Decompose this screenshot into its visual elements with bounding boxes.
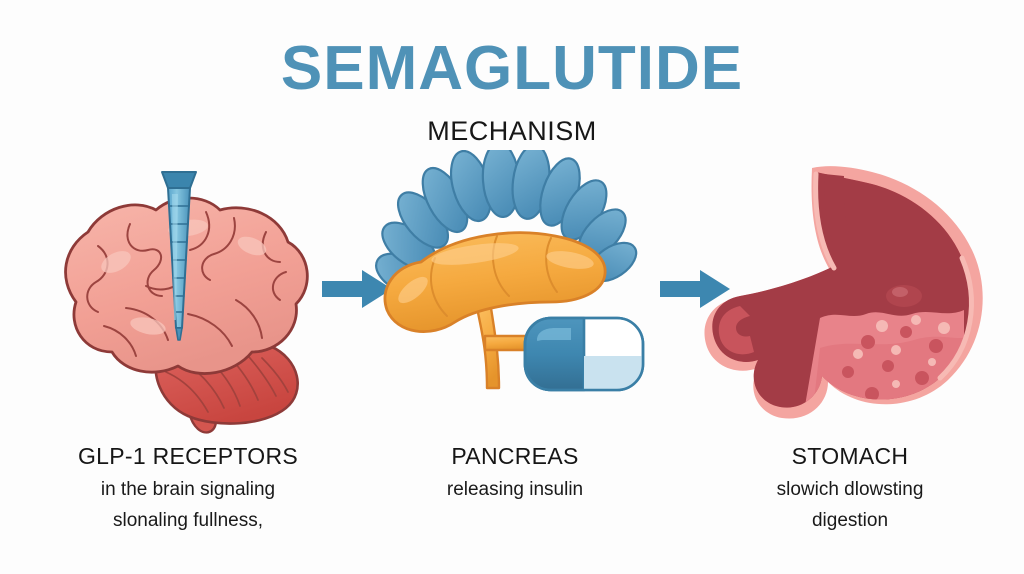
caption-line-1: slowich dlowsting (776, 478, 924, 500)
caption-line-1: in the brain signaling (100, 478, 276, 500)
pancreas-illustration (365, 150, 665, 435)
arrow-brain-to-pancreas (322, 268, 394, 310)
caption-glp1-receptors: GLP-1 RECEPTORS in the brain signaling s… (38, 442, 338, 534)
pylorus-shape (718, 306, 754, 355)
panel-glp1-receptors: GLP-1 RECEPTORS in the brain signaling s… (38, 150, 338, 550)
caption-title: GLP-1 RECEPTORS (77, 443, 299, 469)
injection-pen-shape (161, 171, 197, 341)
stomach-illustration (700, 150, 1000, 435)
arrow-pancreas-to-stomach (660, 268, 732, 310)
panel-stomach: STOMACH slowich dlowsting digestion (700, 150, 1000, 550)
panel-pancreas: PANCREAS releasing insulin (365, 150, 665, 550)
capsule-pill-shape (523, 316, 645, 392)
caption-title: PANCREAS (451, 443, 579, 469)
caption-stomach: STOMACH slowich dlowsting digestion (700, 442, 1000, 534)
stomach-wall-highlight (813, 171, 974, 381)
brain-illustration (38, 150, 338, 435)
caption-line-1: releasing insulin (446, 478, 584, 500)
stomach-lumen-group (712, 172, 972, 408)
page-subtitle: MECHANISM (427, 116, 597, 146)
pancreas-body-shape (383, 231, 607, 333)
caption-line-2: slonaling fullness, (113, 510, 263, 532)
caption-pancreas: PANCREAS releasing insulin (365, 442, 665, 502)
esophagus-shape (824, 174, 858, 262)
caption-line-2: digestion (811, 510, 889, 532)
page-title: SEMAGLUTIDE (280, 34, 744, 103)
caption-title: STOMACH (791, 443, 909, 469)
title-block: SEMAGLUTIDE MECHANISM (0, 38, 1024, 147)
